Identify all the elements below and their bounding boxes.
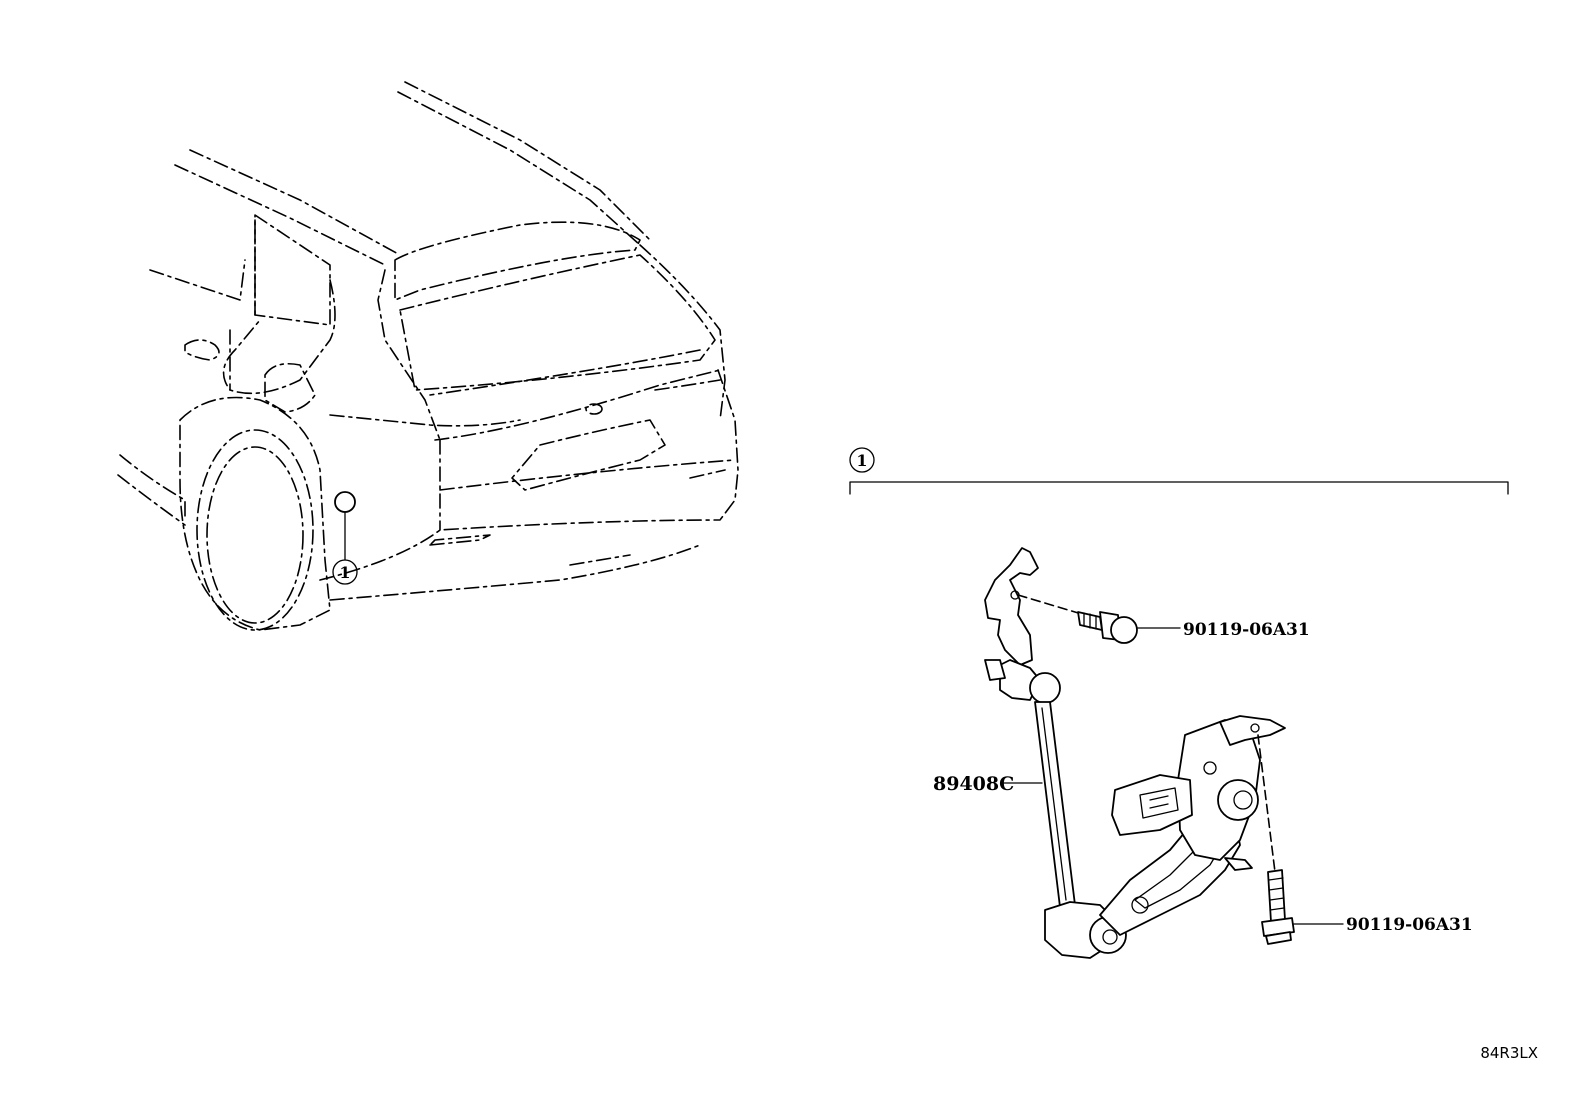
callout-circle-vehicle: [332, 559, 358, 585]
sensor-location-marker: [334, 491, 356, 513]
callout-circle-assembly: [849, 447, 875, 473]
illustration-code: 84R3LX: [1480, 1044, 1538, 1062]
bolt-upper: [1017, 594, 1181, 644]
part-number-bolt-upper: 90119-06A31: [1183, 620, 1310, 640]
callout-number-assembly: 1: [856, 451, 867, 470]
assembly-group-bracket: 1: [849, 447, 1509, 495]
vehicle-rear-illustration: 1: [117, 81, 739, 631]
assembly-bracket-line: [849, 481, 1509, 495]
callout-number-vehicle: 1: [339, 563, 350, 582]
part-number-sensor: 89408C: [933, 773, 1014, 795]
height-control-sensor: [984, 547, 1286, 959]
bolt-lower: [1257, 734, 1344, 945]
part-number-bolt-lower: 90119-06A31: [1346, 915, 1473, 935]
